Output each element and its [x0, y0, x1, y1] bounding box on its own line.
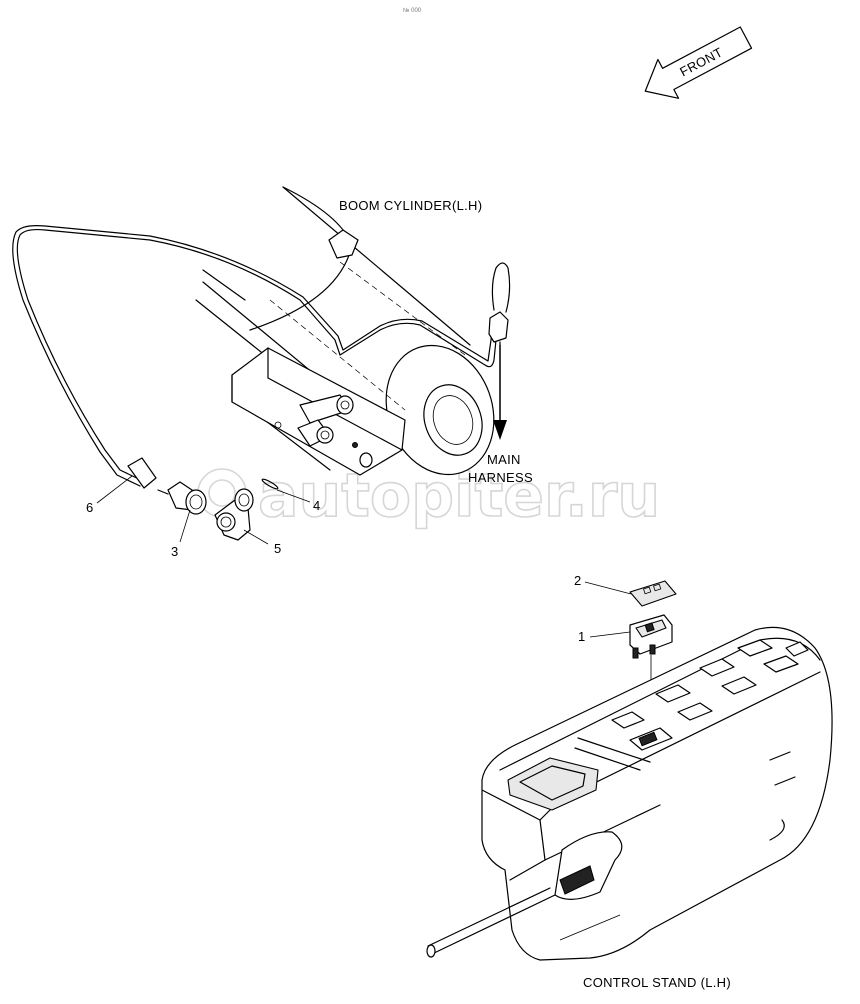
boom-cylinder-label: BOOM CYLINDER(L.H) — [339, 198, 482, 213]
joystick-grip — [426, 831, 623, 958]
block-fitting-lower — [297, 419, 334, 447]
callout-6: 6 — [86, 500, 93, 515]
callout-5: 5 — [274, 541, 281, 556]
part-2-switch-cover — [629, 580, 677, 607]
control-stand-label: CONTROL STAND (L.H) — [583, 975, 731, 990]
sensor-harness — [12, 225, 511, 489]
callout-2: 2 — [574, 573, 581, 588]
main-harness-label-line2: HARNESS — [468, 470, 533, 485]
part-5-adapter — [214, 488, 254, 541]
control-stand-keys — [611, 639, 809, 751]
callout-3: 3 — [171, 544, 178, 559]
front-arrow-icon: FRONT — [644, 26, 753, 99]
callout-1: 1 — [578, 629, 585, 644]
block-fitting-upper — [299, 394, 354, 424]
page-reference: № 000 — [403, 7, 422, 14]
part-1-switch — [629, 614, 673, 735]
main-harness-label-line1: MAIN — [487, 452, 521, 467]
callout-4: 4 — [313, 498, 320, 513]
watermark: autopiter.ru — [197, 460, 661, 532]
boom-cylinder — [195, 186, 495, 476]
main-harness-arrow-icon — [493, 345, 507, 440]
control-stand — [426, 626, 833, 961]
part-3-sensor — [157, 481, 207, 515]
callout-leaders — [96, 475, 632, 638]
part-4-o-ring — [261, 478, 279, 490]
